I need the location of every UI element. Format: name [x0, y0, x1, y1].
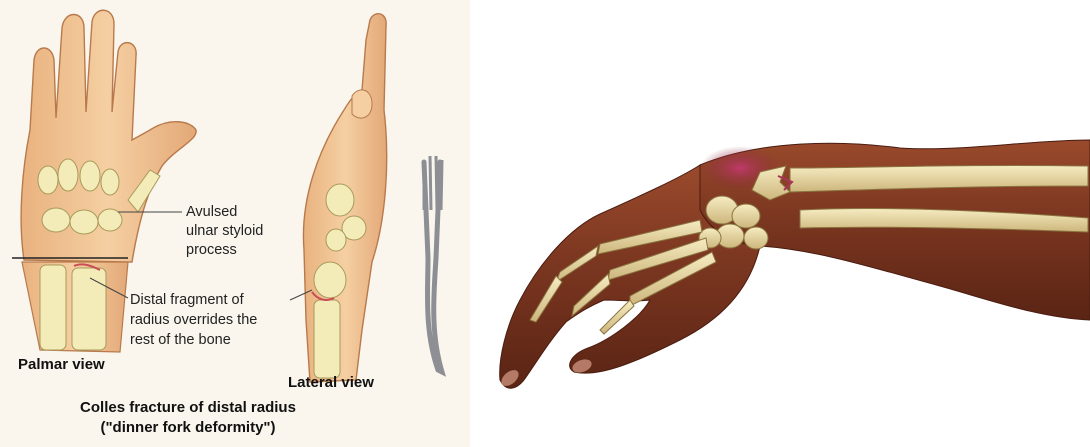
- label-avulsed-1: Avulsed: [186, 204, 237, 220]
- caption-line-1: Colles fracture of distal radius: [80, 399, 296, 416]
- label-distal-2: radius overrides the: [130, 312, 257, 328]
- anatomical-wrist-illustration: [498, 140, 1090, 389]
- label-avulsed-2: ulnar styloid: [186, 223, 263, 239]
- label-avulsed-3: process: [186, 242, 237, 258]
- label-palmar-view: Palmar view: [18, 356, 105, 373]
- caption-line-2: ("dinner fork deformity"): [100, 419, 275, 436]
- label-distal-3: rest of the bone: [130, 332, 231, 348]
- label-distal-1: Distal fragment of: [130, 292, 245, 308]
- label-lateral-view: Lateral view: [288, 374, 374, 391]
